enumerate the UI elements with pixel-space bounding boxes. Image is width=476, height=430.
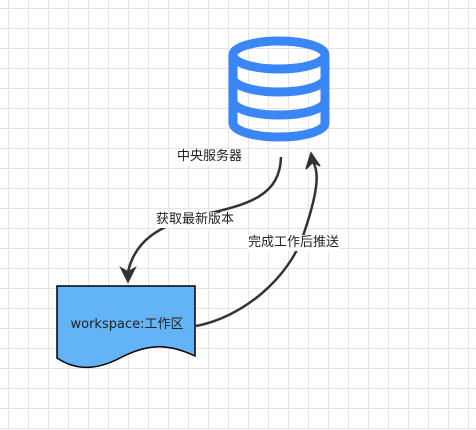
fetch-arrowhead: [119, 266, 137, 284]
push-edge-label: 完成工作后推送: [247, 235, 341, 251]
database-bottom: [228, 122, 330, 142]
workspace-document-shape[interactable]: [56, 285, 196, 369]
server-label: 中央服务器: [176, 149, 244, 165]
push-arrowhead: [305, 151, 321, 170]
database-icon[interactable]: [228, 36, 330, 142]
database-band-1: [228, 77, 330, 97]
fetch-edge-label: 获取最新版本: [155, 212, 236, 228]
workspace-label: workspace:工作区: [70, 317, 184, 332]
database-band-2: [228, 100, 330, 120]
database-top-disk: [228, 36, 330, 74]
